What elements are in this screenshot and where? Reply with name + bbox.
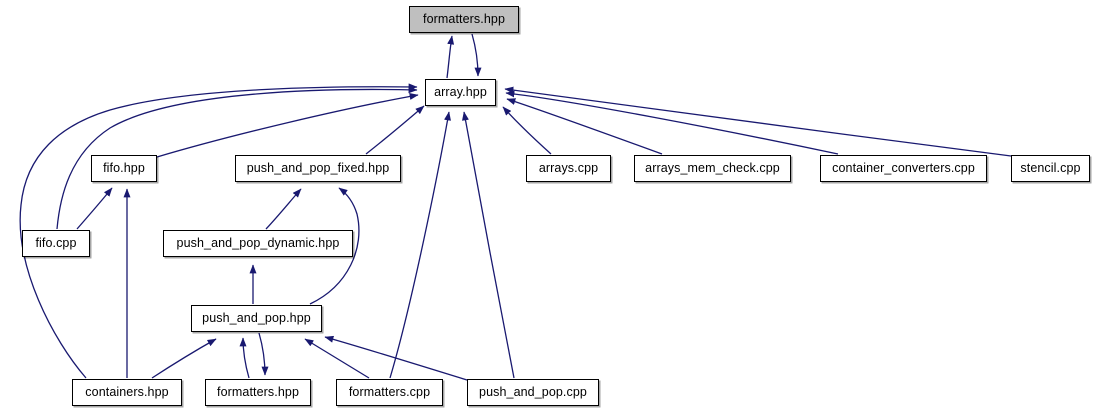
node-label: formatters.cpp bbox=[348, 385, 431, 400]
edge-formatters-bottom-to-pnp-hpp bbox=[239, 337, 250, 379]
edge-formatters-cpp-to-array bbox=[389, 111, 451, 379]
edge-pnp-hpp-to-formatters-bottom bbox=[258, 332, 269, 376]
edge-containers-to-array bbox=[19, 83, 418, 379]
edge-container-converters-to-array bbox=[505, 90, 839, 155]
node-label: push_and_pop_dynamic.hpp bbox=[176, 236, 340, 251]
node-container-converters-cpp[interactable]: container_converters.cpp bbox=[820, 155, 987, 182]
node-label: push_and_pop.hpp bbox=[202, 311, 311, 326]
node-label: fifo.hpp bbox=[103, 161, 145, 176]
node-label: push_and_pop.cpp bbox=[479, 385, 587, 400]
node-label: array.hpp bbox=[434, 85, 487, 100]
node-label: push_and_pop_fixed.hpp bbox=[246, 161, 390, 176]
node-label: stencil.cpp bbox=[1020, 161, 1081, 176]
node-label: container_converters.cpp bbox=[832, 161, 975, 176]
node-push-and-pop-hpp[interactable]: push_and_pop.hpp bbox=[191, 305, 322, 332]
node-array-hpp[interactable]: array.hpp bbox=[425, 79, 496, 106]
node-push-and-pop-dynamic-hpp[interactable]: push_and_pop_dynamic.hpp bbox=[163, 230, 353, 257]
edge-fifo-cpp-to-array bbox=[56, 86, 418, 230]
edge-array-to-formatters-top bbox=[446, 35, 455, 79]
node-arrays-cpp[interactable]: arrays.cpp bbox=[526, 155, 611, 182]
node-formatters-cpp[interactable]: formatters.cpp bbox=[336, 379, 443, 406]
edge-arrays-cpp-to-array bbox=[502, 106, 552, 155]
edge-pnp-fixed-to-array bbox=[365, 105, 425, 155]
edge-pnp-hpp-to-pnp-fixed bbox=[309, 187, 360, 305]
edge-formatters-cpp-to-pnp-hpp bbox=[304, 338, 370, 379]
node-fifo-cpp[interactable]: fifo.cpp bbox=[22, 230, 90, 257]
edge-containers-to-pnp-hpp bbox=[151, 338, 217, 379]
edge-pnp-dynamic-to-pnp-fixed bbox=[265, 188, 302, 230]
node-formatters-hpp-bottom[interactable]: formatters.hpp bbox=[205, 379, 311, 406]
node-label: formatters.hpp bbox=[423, 12, 505, 27]
edge-stencil-to-array bbox=[504, 86, 1012, 157]
node-label: arrays.cpp bbox=[538, 161, 599, 176]
edge-formatters-top-to-array bbox=[471, 33, 482, 77]
node-push-and-pop-fixed-hpp[interactable]: push_and_pop_fixed.hpp bbox=[235, 155, 401, 182]
edge-arrays-mem-check-to-array bbox=[506, 98, 663, 155]
node-label: containers.hpp bbox=[85, 385, 169, 400]
node-containers-hpp[interactable]: containers.hpp bbox=[72, 379, 182, 406]
node-label: fifo.cpp bbox=[35, 236, 77, 251]
node-arrays-mem-check-cpp[interactable]: arrays_mem_check.cpp bbox=[634, 155, 791, 182]
edge-fifo-hpp-to-array bbox=[156, 93, 419, 158]
node-fifo-hpp[interactable]: fifo.hpp bbox=[91, 155, 157, 182]
edge-pnp-cpp-to-array bbox=[461, 111, 515, 379]
edge-fifo-cpp-to-fifo-hpp bbox=[76, 187, 113, 230]
node-formatters-hpp-top[interactable]: formatters.hpp bbox=[409, 6, 519, 33]
node-label: arrays_mem_check.cpp bbox=[645, 161, 780, 176]
edge-pnp-cpp-to-pnp-hpp bbox=[324, 335, 468, 381]
node-label: formatters.hpp bbox=[217, 385, 299, 400]
node-push-and-pop-cpp[interactable]: push_and_pop.cpp bbox=[467, 379, 599, 406]
edges bbox=[19, 33, 1012, 381]
node-stencil-cpp[interactable]: stencil.cpp bbox=[1011, 155, 1090, 182]
